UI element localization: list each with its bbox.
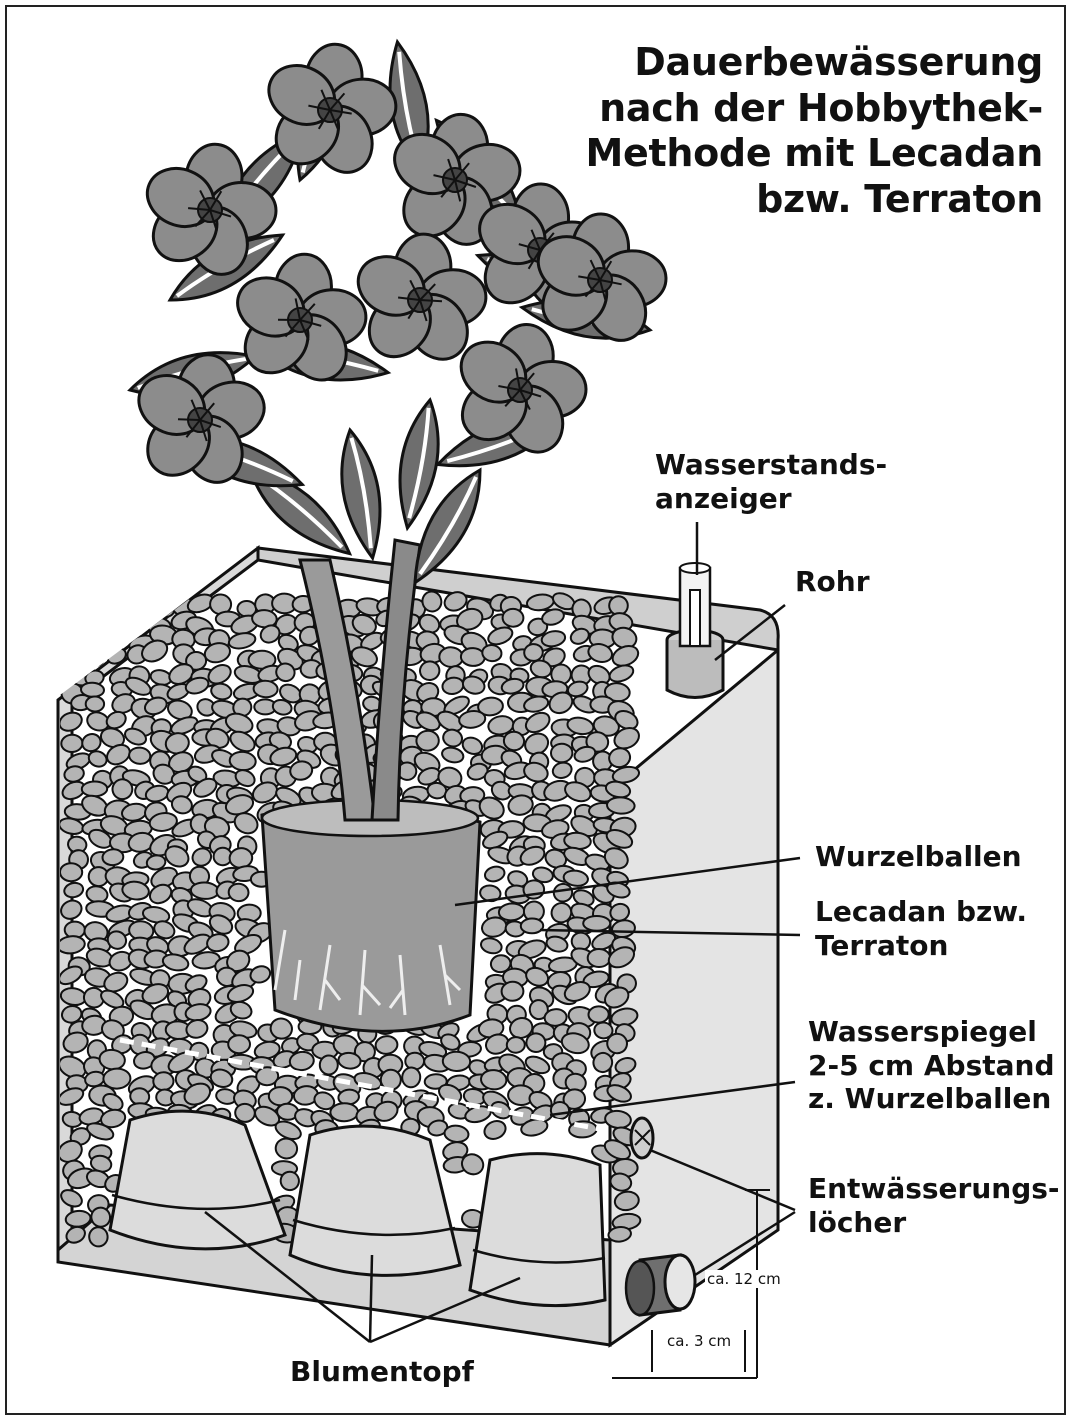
dimension-12cm: ca. 12 cm — [705, 1270, 783, 1288]
label-lecadan-terraton: Lecadan bzw. Terraton — [815, 895, 1027, 962]
title-line-1: Dauerbewässerung — [586, 40, 1043, 86]
flower-pot-middle — [290, 1126, 460, 1275]
title-line-3: Methode mit Lecadan — [586, 131, 1043, 177]
label-blumentopf: Blumentopf — [290, 1355, 474, 1389]
flower-pot-right — [470, 1154, 605, 1306]
label-wasserspiegel: Wasserspiegel 2-5 cm Abstand z. Wurzelba… — [808, 1015, 1055, 1116]
flower-pot-left — [110, 1111, 285, 1249]
label-entwaesserungsloecher: Entwässerungs- löcher — [808, 1172, 1060, 1239]
root-ball — [262, 800, 480, 1031]
dimension-3cm: ca. 3 cm — [665, 1332, 733, 1350]
drainage-holes — [631, 1118, 653, 1158]
title-line-2: nach der Hobbythek- — [586, 86, 1043, 132]
label-wasserstandsanzeiger: Wasserstands- anzeiger — [655, 448, 887, 515]
planter-right-wall — [610, 650, 778, 1345]
drain-plug — [626, 1255, 695, 1315]
title-line-4: bzw. Terraton — [586, 177, 1043, 223]
diagram-title: Dauerbewässerung nach der Hobbythek- Met… — [586, 40, 1043, 222]
label-wurzelballen: Wurzelballen — [815, 840, 1022, 874]
label-rohr: Rohr — [795, 565, 870, 599]
